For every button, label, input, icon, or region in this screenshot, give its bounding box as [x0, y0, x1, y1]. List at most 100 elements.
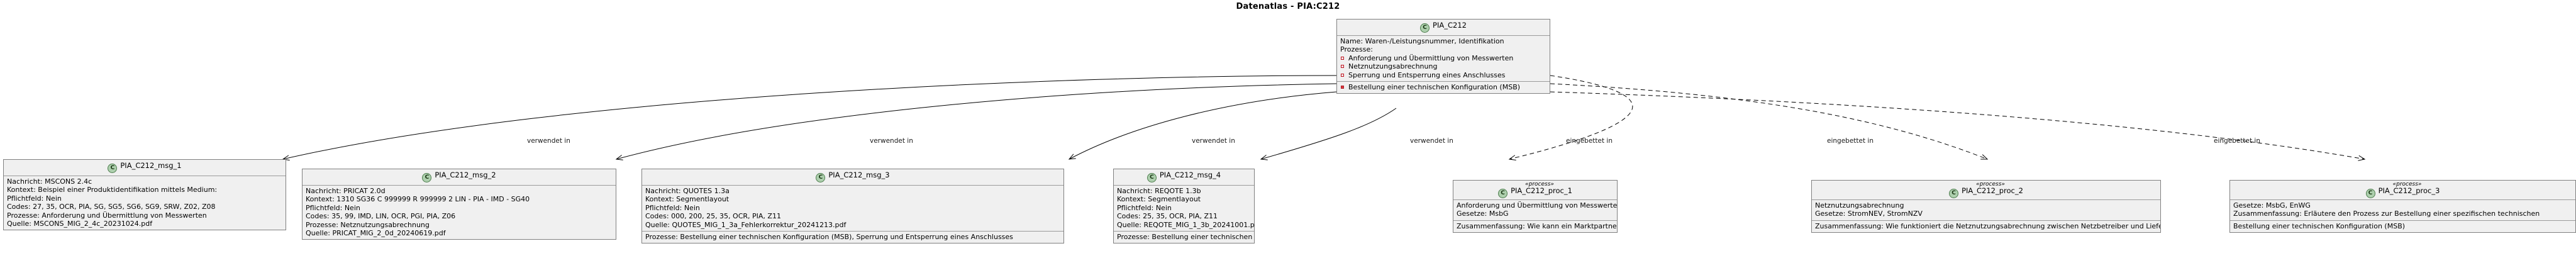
edge-label-verwendet-in-2: verwendet in	[870, 137, 913, 145]
attr-nachricht: Nachricht: MSCONS 2.4c	[7, 177, 92, 186]
edge-label-verwendet-in-4: verwendet in	[1410, 137, 1453, 145]
bullet-square-icon	[1341, 56, 1344, 60]
class-operations-compartment: Zusammenfassung: Wie kann ein Marktpartn…	[1453, 220, 1617, 233]
attr-prozessname: Bestellung einer technischen Konfigurati…	[2233, 221, 2406, 230]
class-process-label: Anforderung und Übermittlung von Messwer…	[1348, 53, 1514, 62]
edge-verwendet-in-3	[1068, 91, 1337, 160]
class-icon: C	[1949, 189, 1959, 198]
stereotype-label: «process»	[2392, 181, 2422, 187]
class-name: PIA_C212_proc_3	[2378, 186, 2440, 195]
class-name: PIA_C212_proc_2	[1962, 186, 2023, 195]
class-name: PIA_C212_msg_4	[1159, 171, 1221, 179]
class-attributes-compartment: Name: Waren-/Leistungsnummer, Identifika…	[1337, 36, 1550, 82]
attr-prozesse: Prozesse: Bestellung einer technischen K…	[645, 233, 1013, 242]
class-attributes-compartment: Gesetze: MsbG, EnWG Zusammenfassung: Erl…	[2230, 200, 2575, 220]
attr-zusammenfassung: Zusammenfassung: Wie kann ein Marktpartn…	[1457, 221, 1617, 230]
attr-prozessname: Netznutzungsabrechnung	[1815, 201, 1904, 210]
class-process-item-highlighted[interactable]: Bestellung einer technischen Konfigurati…	[1340, 83, 1546, 91]
edge-label-verwendet-in-3: verwendet in	[1192, 137, 1235, 145]
class-name: PIA_C212	[1433, 21, 1467, 30]
class-process-label: Sperrung und Entsperrung eines Anschluss…	[1348, 70, 1506, 79]
bullet-square-icon	[1341, 73, 1344, 77]
attr-nachricht: Nachricht: QUOTES 1.3a	[645, 187, 730, 195]
class-process-item[interactable]: Anforderung und Übermittlung von Messwer…	[1340, 54, 1546, 62]
class-process-item[interactable]: Sperrung und Entsperrung eines Anschluss…	[1340, 71, 1546, 79]
attr-zusammenfassung: Zusammenfassung: Erläutere den Prozess z…	[2233, 210, 2540, 218]
edge-verwendet-in-4	[1260, 108, 1397, 160]
class-line-prozesse: Prozesse:	[1340, 45, 1373, 54]
attr-zusammenfassung: Zusammenfassung: Wie funktioniert die Ne…	[1815, 221, 2160, 230]
class-attributes-compartment: Nachricht: REQOTE 1.3b Kontext: Segmentl…	[1114, 186, 1254, 232]
class-operations-compartment: Prozesse: Bestellung einer technischen K…	[642, 231, 1063, 243]
attr-prozesse: Prozesse: Bestellung einer technischen K…	[1117, 233, 1254, 242]
attr-quelle: Quelle: PRICAT_MIG_2_0d_20240619.pdf	[306, 229, 446, 238]
attr-pflichtfeld: Pflichtfeld: Nein	[1117, 203, 1172, 212]
attr-gesetze: Gesetze: MsbG	[1457, 210, 1509, 218]
class-attributes-compartment: Anforderung und Übermittlung von Messwer…	[1453, 200, 1617, 220]
attr-codes: Codes: 25, 35, OCR, PIA, Z11	[1117, 212, 1218, 221]
class-icon: C	[1498, 189, 1508, 198]
class-process-item[interactable]: Netznutzungsabrechnung	[1340, 62, 1546, 70]
class-operations-compartment: Zusammenfassung: Wie funktioniert die Ne…	[1812, 220, 2160, 233]
class-operations-compartment: Bestellung einer technischen Konfigurati…	[1337, 81, 1550, 94]
class-attributes-compartment: Netznutzungsabrechnung Gesetze: StromNEV…	[1812, 200, 2160, 220]
edge-eingebettet-in-2	[1550, 83, 1989, 160]
stereotype-label: «process»	[1525, 181, 1554, 187]
class-icon: C	[1146, 173, 1157, 182]
attr-codes: Codes: 27, 35, OCR, PIA, SG, SG5, SG6, S…	[7, 203, 216, 211]
bullet-square-icon	[1341, 65, 1344, 69]
class-process-label: Netznutzungsabrechnung	[1348, 62, 1438, 71]
attr-pflichtfeld: Pflichtfeld: Nein	[7, 194, 62, 203]
attr-nachricht: Nachricht: PRICAT 2.0d	[306, 187, 386, 195]
edge-label-eingebettet-in-2: eingebettet in	[1827, 137, 1874, 145]
class-operations-compartment: Bestellung einer technischen Konfigurati…	[2230, 220, 2575, 233]
attr-prozessname: Anforderung und Übermittlung von Messwer…	[1457, 201, 1617, 210]
class-attributes-compartment: Nachricht: MSCONS 2.4c Kontext: Beispiel…	[4, 176, 286, 230]
attr-gesetze: Gesetze: MsbG, EnWG	[2233, 201, 2311, 210]
class-name: PIA_C212_msg_3	[828, 171, 890, 179]
stereotype-label: «process»	[1976, 181, 2005, 187]
attr-quelle: Quelle: QUOTES_MIG_1_3a_Fehlerkorrektur_…	[645, 220, 847, 229]
attr-prozesse: Prozesse: Anforderung und Übermittlung v…	[7, 211, 207, 220]
class-attributes-compartment: Nachricht: PRICAT 2.0d Kontext: 1310 SG3…	[303, 186, 616, 240]
edge-label-verwendet-in-1: verwendet in	[527, 137, 570, 145]
attr-quelle: Quelle: REQOTE_MIG_1_3b_20241001.pdf	[1117, 220, 1254, 229]
attr-gesetze: Gesetze: StromNEV, StromNZV	[1815, 210, 1923, 218]
attr-quelle: Quelle: MSCONS_MIG_2_4c_20231024.pdf	[7, 220, 153, 228]
class-name: PIA_C212_msg_1	[120, 161, 182, 170]
class-name: PIA_C212_msg_2	[435, 171, 496, 179]
edge-verwendet-in-1	[282, 75, 1337, 161]
attr-nachricht: Nachricht: REQOTE 1.3b	[1117, 187, 1201, 195]
attr-prozesse: Prozesse: Netznutzungsabrechnung	[306, 220, 430, 229]
class-line-name: Name: Waren-/Leistungsnummer, Identifika…	[1340, 37, 1504, 45]
edge-label-eingebettet-in-1: eingebettet in	[1566, 137, 1613, 145]
class-icon: C	[108, 164, 118, 173]
class-icon: C	[422, 173, 432, 182]
class-operations-compartment: Prozesse: Bestellung einer technischen K…	[1114, 231, 1254, 243]
class-icon: C	[816, 173, 826, 182]
attr-kontext: Kontext: Segmentlayout	[1117, 195, 1201, 204]
attr-pflichtfeld: Pflichtfeld: Nein	[645, 203, 700, 212]
class-icon: C	[1420, 23, 1430, 33]
edge-eingebettet-in-3	[1550, 91, 2366, 161]
page-title: Datenatlas - PIA:C212	[1236, 2, 1340, 11]
attr-kontext: Kontext: Beispiel einer Produktidentifik…	[7, 186, 218, 194]
attr-codes: Codes: 35, 99, IMD, LIN, OCR, PGI, PIA, …	[306, 212, 456, 221]
